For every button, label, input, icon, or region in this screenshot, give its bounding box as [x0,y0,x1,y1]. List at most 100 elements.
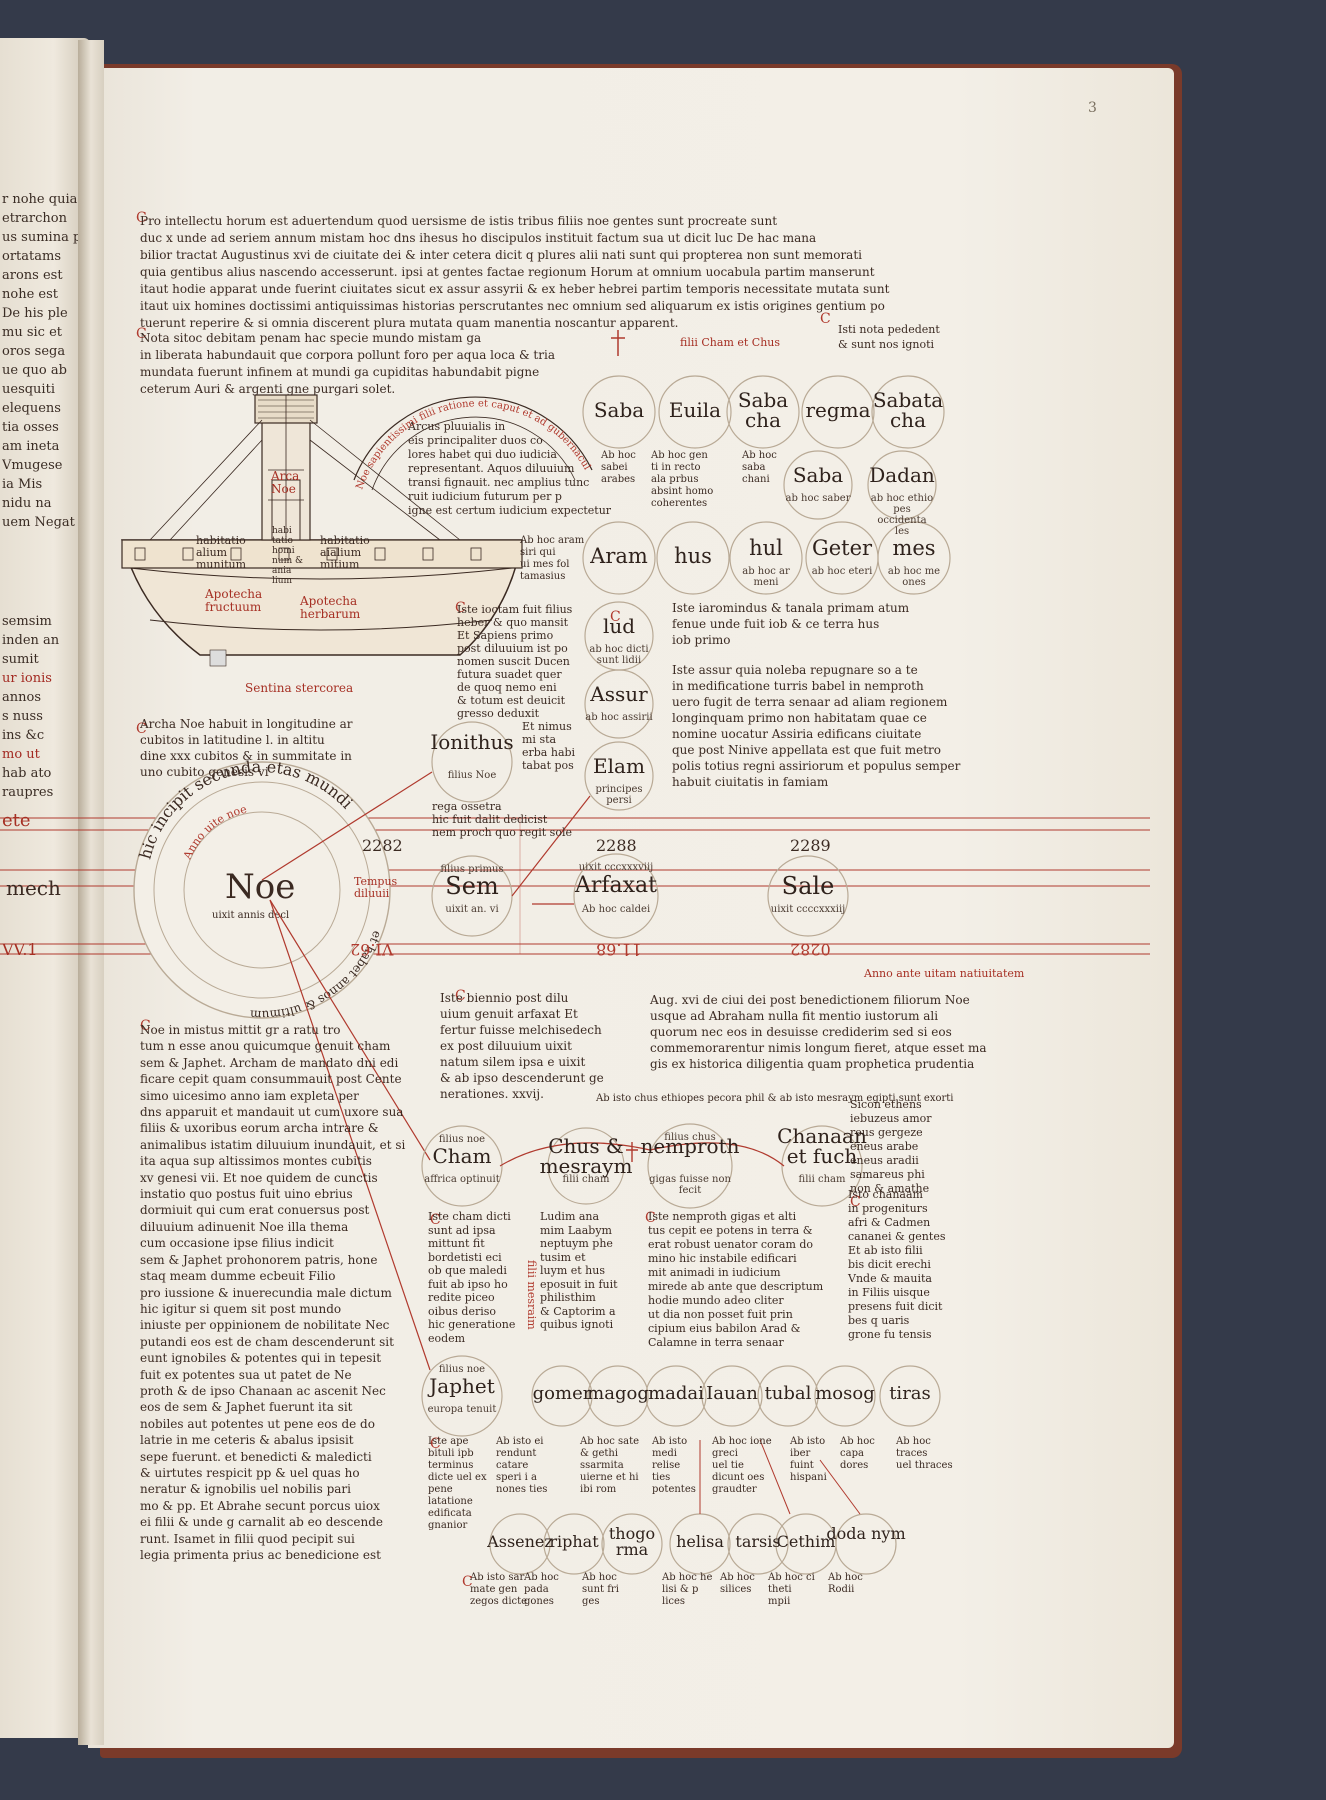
text-line: Arca [271,469,300,483]
text-line: zegos dicte [470,1596,528,1607]
text-line: arabes [601,474,636,485]
text-line: ex post diluuium uixit [440,1039,572,1053]
text-line: bituli ipb [428,1448,474,1459]
text-line: europa tenuit [427,1404,497,1415]
text-line: munitum [196,558,247,571]
text-line: dores [840,1460,869,1471]
roundel-circle [531,1365,593,1427]
roundel-circle [587,1365,649,1427]
text-line: bis dicit erechi [848,1258,931,1271]
paragraph-mark: C [430,1212,441,1228]
text-line: Ab hoc [720,1572,755,1583]
roundel-circle [656,521,730,595]
facing-text-line: ortatams [2,249,61,264]
ark-window [182,547,194,561]
facing-text-line: mu sic et [2,325,62,340]
text-line: chani [742,474,770,485]
text-line: Aug. xvi de ciui dei post benedictionem … [650,993,970,1007]
roundel-circle [489,1513,551,1575]
roundel-saba-cha: Saba cha [737,388,789,432]
text-line: ones [902,577,926,588]
link-noe-cham [269,899,431,1161]
facing-text-line: De his ple [2,306,68,321]
text-line: Nota sitoc debitam penam hac specie mund… [140,331,482,345]
text-line: bordetisti eci [428,1250,502,1264]
text-line: habuit ciuitatis in famiam [672,775,829,789]
link-cham-line [499,1142,785,1167]
text-line: Tempus [354,875,398,888]
facing-text-line: uem Negat [2,515,75,530]
text-line: absint homo [651,486,714,497]
ark-window [326,547,338,561]
roundel-iauan: Iauan [706,1383,758,1404]
roundel-ionithus: Ionithus [430,730,514,754]
facing-text-line: ue quo ab [2,363,67,378]
text-line: uixit ccccxxxiij [770,904,846,915]
text-line: ssarmita [580,1460,624,1471]
chus-origin-note: Ab isto chus ethiopes pecora phil & ab i… [596,1092,954,1106]
text-line: & ab ipso descenderunt ge [440,1071,604,1085]
text-line: & totum est deuicit [457,694,566,707]
text-line: Isti nota pededent [838,323,940,336]
text-line: pro iussione & inuerecundia male dictum [140,1285,392,1300]
text-line: longinquam primo non habitatam quae ce [672,711,927,725]
roundel-elam: Elam [593,754,645,778]
text-line: habitatio [320,534,370,547]
roundel-tubal: tubal [764,1383,812,1404]
text-line: theti [768,1584,792,1595]
facing-text-line: am ineta [2,439,60,454]
text-line: usque ad Abraham nulla fit mentio iustor… [650,1009,939,1023]
text-line: diluuium adinuenit Noe illa thema [140,1219,349,1234]
facing-text-line: mo ut [2,747,40,762]
roundel-cethim: Cethim [776,1532,836,1551]
roundel-mes: mes [892,535,936,560]
roundel-circle [783,450,853,520]
intro-paragraph: Pro intellectu horum est aduertendum quo… [140,213,889,332]
text-line: luym et hus [540,1264,605,1277]
text-line: grone fu tensis [848,1328,932,1341]
roundel-circle [584,669,654,739]
text-line: proth & de ipso Chanaan ac ascenit Nec [140,1383,386,1398]
text-line: meni [753,577,779,588]
roundel-sale-subtitle: uixit ccccxxxiij [768,904,848,915]
roundel-doda-nym: doda nym [826,1524,906,1543]
roundel-circle [547,1127,625,1205]
text-line: Iste ioctam fuit filius [457,603,573,616]
text-line: Ab hoc [742,450,777,461]
text-line: nobiles aut potentes ut pene eos de do [140,1416,375,1431]
text-line: Sentina stercorea [245,681,354,695]
roundel-geter-subtitle: ab hoc eteri [806,566,878,577]
text-line: lices [662,1596,686,1607]
paragraph-mark: C [136,721,147,737]
text-line: cum occasione ipse filius indicit [140,1236,334,1251]
text-line: Iste nemproth gigas et alti [648,1210,797,1223]
text-line: dicte uel ex [428,1472,487,1483]
text-line: transi fignauit. nec amplius tunc [408,476,590,489]
text-line: quibus ignoti [540,1318,614,1331]
ark-upper-deck [121,539,523,569]
filii-cham-label: filii Cham et Chus [680,335,780,350]
text-line: ficare cepit quam consummauit post Cente [140,1072,402,1087]
text-line: Pro intellectu horum est aduertendum quo… [140,214,778,228]
text-line: dicunt oes [712,1472,765,1483]
text-line: quorum nec eos in desuisse crediderim se… [650,1025,952,1039]
noe-inner-ring [183,811,341,969]
text-line: & gethi [580,1448,619,1459]
text-line: rendunt [496,1448,537,1459]
assur-note: Iste assur quia noleba repugnare so a te… [672,662,960,790]
text-line: potentes [652,1484,696,1495]
text-line: habi [272,526,292,536]
roundel-circle [727,1513,789,1575]
paragraph-mark: C [455,988,466,1004]
paragraph-mark: C [850,1194,861,1210]
text-line: bes q uaris [848,1314,910,1327]
